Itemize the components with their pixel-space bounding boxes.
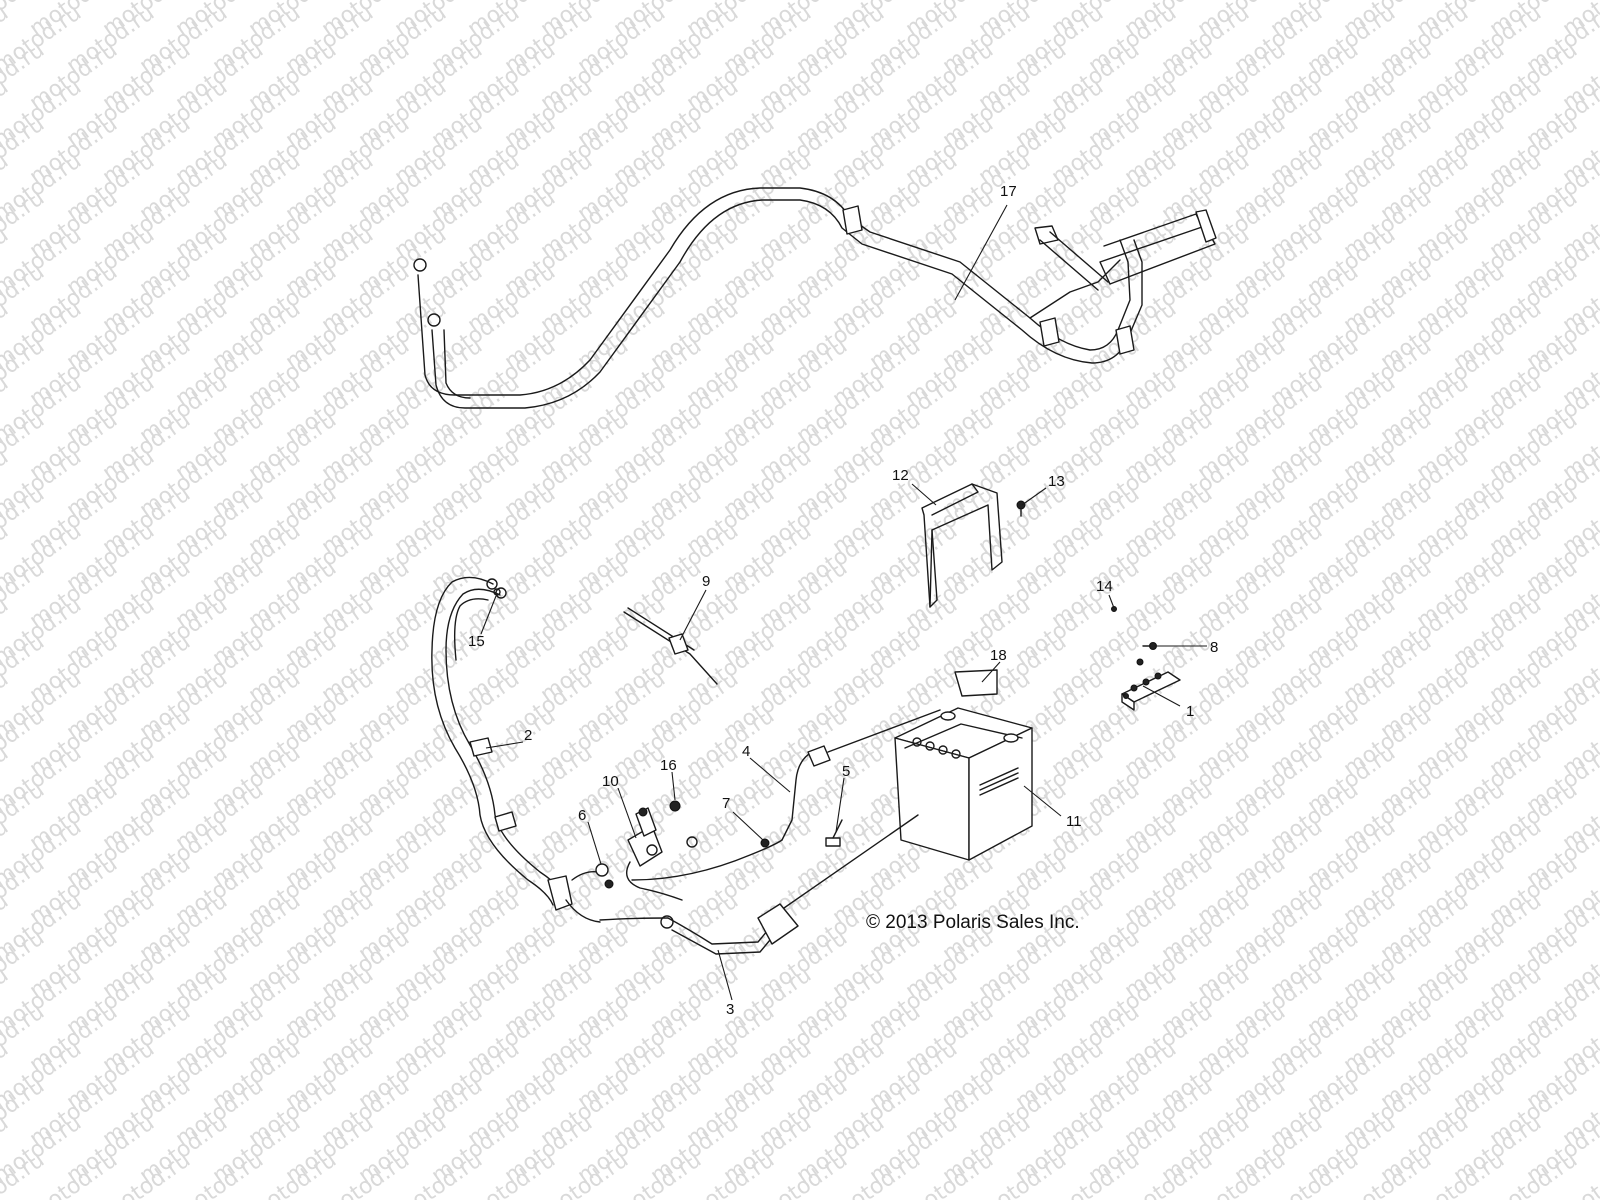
callout-17: 17 xyxy=(1000,183,1017,200)
callout-11: 11 xyxy=(1066,813,1082,830)
callout-3: 3 xyxy=(726,1001,734,1018)
callout-18: 18 xyxy=(990,647,1007,664)
callout-15: 15 xyxy=(468,633,485,650)
callout-1: 1 xyxy=(1186,703,1194,720)
callout-16: 16 xyxy=(660,757,677,774)
callout-13: 13 xyxy=(1048,473,1065,490)
copyright-text: © 2013 Polaris Sales Inc. xyxy=(866,912,1080,933)
part-18-decal xyxy=(954,669,998,697)
part-11-battery xyxy=(894,707,1033,861)
callout-5: 5 xyxy=(842,763,850,780)
callout-12: 12 xyxy=(892,467,909,484)
callout-10: 10 xyxy=(602,773,619,790)
part-7-nut xyxy=(760,838,770,848)
callout-6: 6 xyxy=(578,807,586,824)
callout-9: 9 xyxy=(702,573,710,590)
callout-4: 4 xyxy=(742,743,750,760)
callout-2: 2 xyxy=(524,727,532,744)
callout-14: 14 xyxy=(1096,578,1113,595)
callout-8: 8 xyxy=(1210,639,1218,656)
callout-7: 7 xyxy=(722,795,730,812)
